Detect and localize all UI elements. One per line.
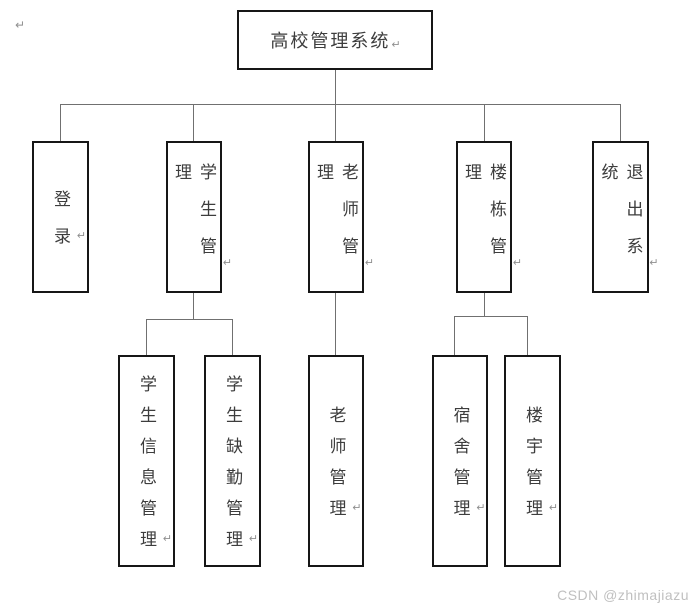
connector-building-rail: [454, 316, 528, 317]
paragraph-mark: ↵: [476, 502, 486, 514]
node-exit-system: 退出系统↵: [592, 141, 659, 293]
connector-drop-dormitory: [454, 316, 455, 355]
node-student-management: 学生管理↵: [166, 141, 232, 293]
building-unit-management-label: 楼宇管理↵: [523, 406, 558, 530]
exit-system-label: 退出系统↵: [598, 163, 659, 274]
connector-drop-login: [60, 104, 61, 141]
connector-teacher-child: [335, 293, 336, 355]
student-management-label: 学生管理↵: [172, 163, 232, 274]
connector-drop-student-absence: [232, 319, 233, 355]
node-building-unit-management: 楼宇管理↵: [504, 355, 561, 567]
connector-drop-building-unit: [527, 316, 528, 355]
paragraph-mark: ↵: [364, 257, 374, 269]
student-absence-management-label: 学生缺勤管理↵: [223, 375, 258, 561]
connector-level2-rail: [60, 104, 620, 105]
connector-drop-exit-system: [620, 104, 621, 141]
teacher-management-child-label: 老师管理↵: [326, 406, 362, 530]
node-student-info-management: 学生信息管理↵: [118, 355, 175, 567]
connector-root-riser: [335, 70, 336, 104]
teacher-management-label: 老师管理↵: [314, 163, 374, 274]
paragraph-mark: ↵: [248, 533, 258, 545]
node-student-absence-management: 学生缺勤管理↵: [204, 355, 261, 567]
paragraph-mark: ↵: [512, 257, 522, 269]
node-teacher-management-child: 老师管理↵: [308, 355, 364, 567]
paragraph-mark: ↵: [391, 39, 401, 51]
connector-drop-student-info: [146, 319, 147, 355]
root-label: 高校管理系统↵: [270, 31, 401, 51]
paragraph-mark: ↵: [162, 533, 172, 545]
connector-drop-student-management: [193, 104, 194, 141]
building-management-label: 楼栋管理↵: [462, 163, 522, 274]
dormitory-management-label: 宿舍管理↵: [450, 406, 486, 530]
paragraph-mark: ↵: [649, 257, 659, 269]
node-root: 高校管理系统↵: [237, 10, 433, 70]
node-building-management: 楼栋管理↵: [456, 141, 522, 293]
connector-drop-building-management: [484, 104, 485, 141]
watermark: CSDN @zhimajiazu: [557, 587, 689, 603]
connector-drop-teacher-management: [335, 104, 336, 141]
node-dormitory-management: 宿舍管理↵: [432, 355, 488, 567]
paragraph-mark: ↵: [222, 257, 232, 269]
paragraph-mark: ↵: [352, 502, 362, 514]
node-teacher-management: 老师管理↵: [308, 141, 374, 293]
login-label: 登录↵: [51, 190, 86, 264]
paragraph-mark: ↵: [548, 502, 558, 514]
paragraph-mark: ↵: [15, 18, 26, 32]
connector-student-riser: [193, 293, 194, 319]
connector-building-riser: [484, 293, 485, 316]
paragraph-mark: ↵: [76, 230, 86, 242]
student-info-management-label: 学生信息管理↵: [137, 375, 172, 561]
connector-student-rail: [146, 319, 233, 320]
node-login: 登录↵: [32, 141, 89, 293]
